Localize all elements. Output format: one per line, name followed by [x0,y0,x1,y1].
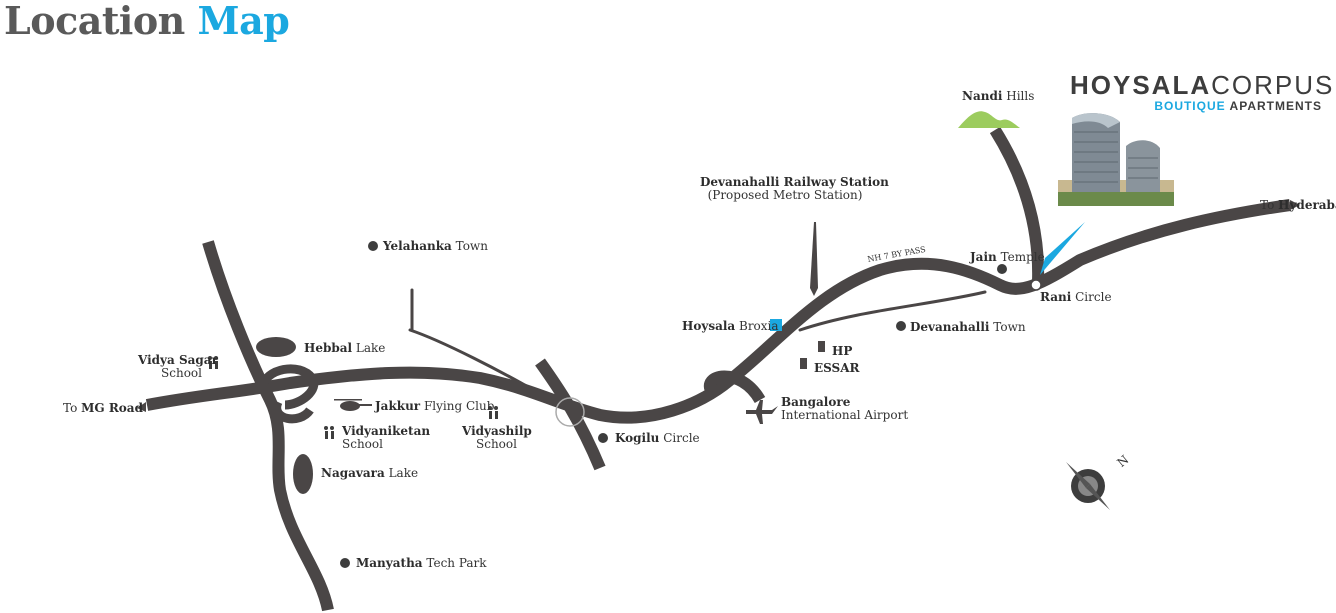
label-hoysala-broxia: Hoysala Broxia [682,319,779,333]
label-hp: HP [832,344,853,358]
road-nh7-bypass [726,199,1291,385]
road-main-west [145,366,734,424]
label-rani-circle: Rani Circle [1040,290,1112,304]
brand-logo: HOYSALACORPUS BOUTIQUE APARTMENTS [1070,70,1335,113]
brand-name: HOYSALACORPUS [1070,70,1335,100]
label-hebbal-lake: Hebbal Lake [304,341,386,355]
devanahalli-dot [896,321,906,331]
nagavara-lake-shape [293,454,313,494]
building-illustration [1058,113,1174,206]
label-nagavara: Nagavara Lake [321,466,419,480]
label-jain-temple: Jain Temple [970,250,1045,264]
label-to-mg-road: To MG Road [63,401,143,415]
helicopter-icon [334,399,372,411]
label-devanahalli-town: Devanahalli Town [910,320,1026,334]
compass-icon [1066,462,1110,510]
project-pointer [1040,222,1085,275]
label-essar: ESSAR [814,361,860,375]
rani-circle-marker [1030,279,1042,291]
manyatha-dot [340,558,350,568]
label-jakkur: Jakkur Flying Club [375,399,495,413]
hebbal-flyover [257,364,319,424]
road-devanahalli-town [798,290,987,332]
road-nandi-hills [989,126,1045,283]
railway-pointer [810,222,818,296]
hills-icon [958,111,1020,128]
airplane-icon [746,400,778,424]
main-roads [145,126,1291,612]
arrow-mg-road-icon [137,402,146,412]
compass-n: N [1114,452,1131,469]
broxia-square [770,319,782,331]
fuel-pump-icon [800,341,825,369]
road-north-ring [202,240,334,612]
kogilu-dot [598,433,608,443]
kogilu-circle-marker [555,397,585,427]
page-title: Location Map [4,0,290,43]
label-kogilu: Kogilu Circle [615,431,700,445]
brand-tagline: BOUTIQUE APARTMENTS [1154,99,1322,113]
label-to-hyderabad: To Hyderabad [1260,198,1336,212]
jain-temple-dot [997,264,1007,274]
label-yelahanka: Yelahanka Town [383,239,488,253]
road-kogilu-cross [535,358,606,471]
yelahanka-dot [368,241,378,251]
label-railway-station: Devanahalli Railway Station(Proposed Met… [700,175,889,202]
label-nandi-hills: Nandi Hills [962,89,1035,103]
hebbal-lake-shape [256,337,296,357]
arrow-hyderabad-icon [1290,200,1300,210]
school-icon [208,356,498,439]
label-manyatha: Manyatha Tech Park [356,556,487,570]
road-loop [703,370,766,404]
